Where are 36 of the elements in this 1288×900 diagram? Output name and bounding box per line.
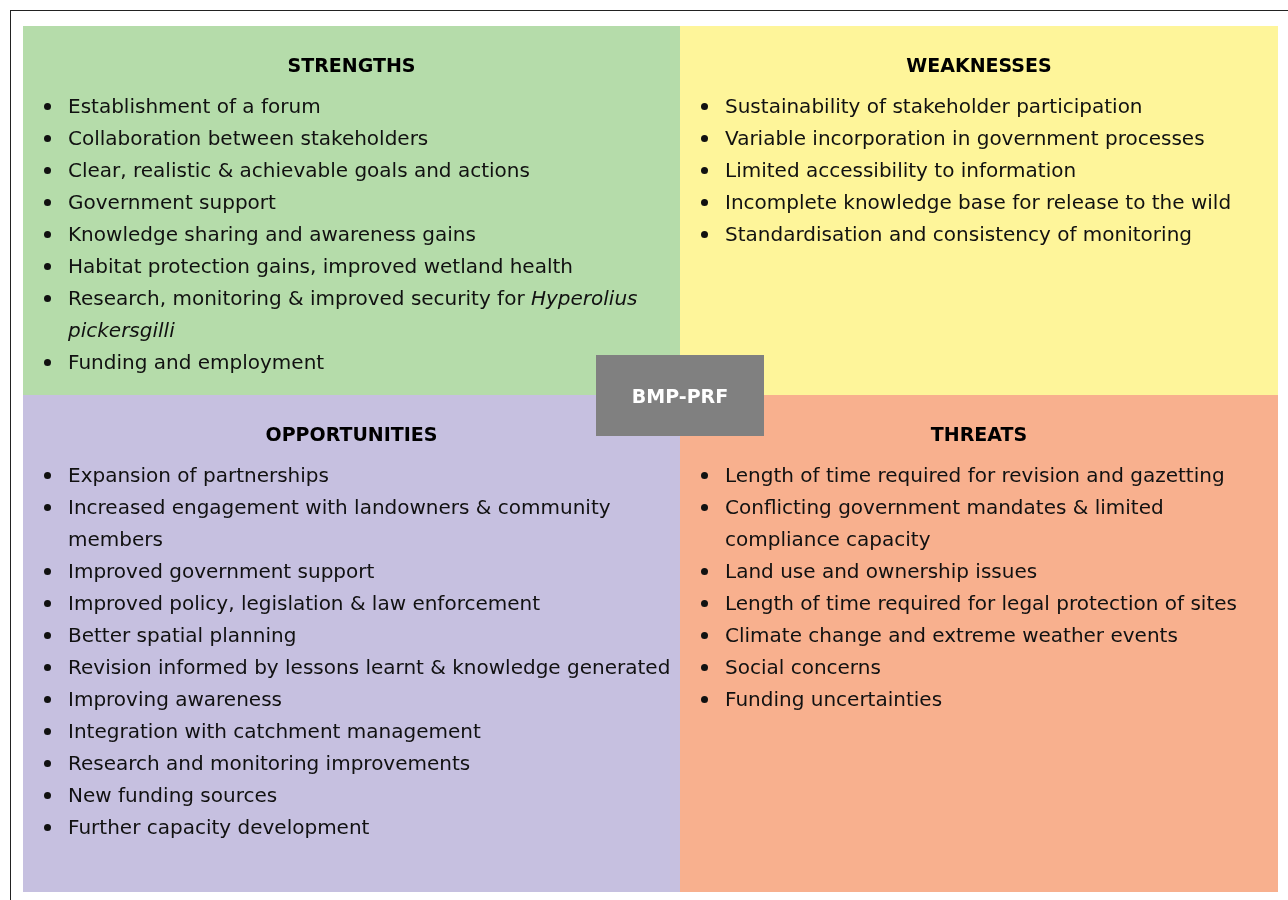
bullet-item: Research, monitoring & improved security for Hyperolius pickersgilli bbox=[68, 285, 639, 344]
bullet-item: Clear, realistic & achievable goals and actions bbox=[68, 157, 531, 184]
bullet-item: Further capacity development bbox=[68, 814, 371, 841]
bullet-item: Funding uncertainties bbox=[725, 686, 944, 713]
bullet-item: Improved government support bbox=[68, 558, 376, 585]
bullet-item: Social concerns bbox=[725, 654, 882, 681]
quadrant-heading: OPPORTUNITIES bbox=[264, 423, 439, 445]
bullet-item: Integration with catchment management bbox=[68, 718, 482, 745]
bullet-item: New funding sources bbox=[68, 782, 279, 809]
bullet-item: Research and monitoring improvements bbox=[68, 750, 472, 777]
quadrant-heading: STRENGTHS bbox=[286, 54, 417, 76]
bullet-item: Revision informed by lessons learnt & knowledge generated bbox=[68, 654, 672, 681]
bullet-item: Establishment of a forum bbox=[68, 93, 322, 120]
bullet-item: Funding and employment bbox=[68, 349, 326, 376]
bullet-item: Expansion of partnerships bbox=[68, 462, 330, 489]
bullet-item: Length of time required for legal protection of sites bbox=[725, 590, 1238, 617]
bullet-item: Incomplete knowledge base for release to the wild bbox=[725, 189, 1233, 216]
bullet-item: Increased engagement with landowners & community members bbox=[68, 494, 612, 553]
bullet-item: Land use and ownership issues bbox=[725, 558, 1039, 585]
bullet-item: Variable incorporation in government processes bbox=[725, 125, 1206, 152]
bullet-item: Sustainability of stakeholder participation bbox=[725, 93, 1144, 120]
bullet-item: Standardisation and consistency of monitoring bbox=[725, 221, 1193, 248]
bullet-item: Collaboration between stakeholders bbox=[68, 125, 430, 152]
center-label-box: BMP-PRF bbox=[596, 355, 764, 436]
bullet-item: Habitat protection gains, improved wetland health bbox=[68, 253, 574, 280]
bullet-item: Climate change and extreme weather events bbox=[725, 622, 1179, 649]
bullet-item: Conflicting government mandates & limited compliance capacity bbox=[725, 494, 1165, 553]
bullet-item: Improved policy, legislation & law enforcement bbox=[68, 590, 542, 617]
bullet-item: Length of time required for revision and gazetting bbox=[725, 462, 1226, 489]
bullet-item: Improving awareness bbox=[68, 686, 283, 713]
bullet-item: Better spatial planning bbox=[68, 622, 298, 649]
quadrant-heading: THREATS bbox=[929, 423, 1029, 445]
quadrant-heading: WEAKNESSES bbox=[905, 54, 1053, 76]
bullet-item: Knowledge sharing and awareness gains bbox=[68, 221, 477, 248]
bullet-item: Government support bbox=[68, 189, 277, 216]
bullet-item: Limited accessibility to information bbox=[725, 157, 1078, 184]
